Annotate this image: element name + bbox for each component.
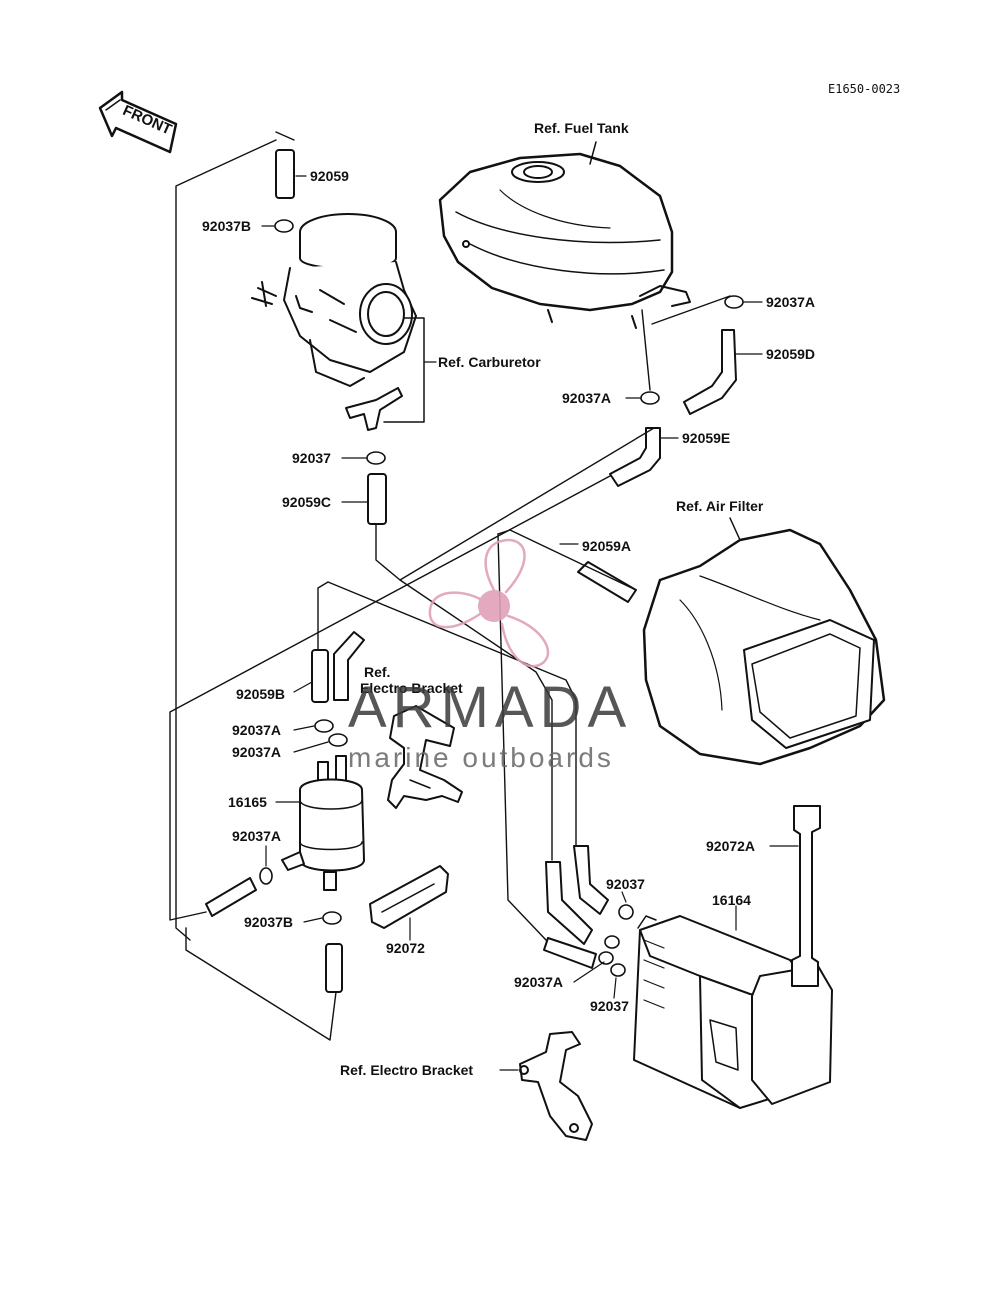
hose-92059e-icon xyxy=(609,427,661,487)
part-92037a-filter-label: 92037A xyxy=(232,828,282,844)
hose-92059b-icon xyxy=(311,631,365,703)
part-92059a-label: 92059A xyxy=(582,538,632,554)
fuel-tank-icon xyxy=(438,152,691,329)
part-92059b-label: 92059B xyxy=(236,686,286,702)
carburetor-icon xyxy=(251,213,417,431)
diagram-code: E1650-0023 xyxy=(828,82,901,96)
part-92037a-canister-label: 92037A xyxy=(514,974,564,990)
part-16164-label: 16164 xyxy=(712,892,751,908)
routing-lines xyxy=(169,131,731,1041)
front-arrow-icon: FRONT xyxy=(98,90,178,154)
fuel-filter-icon xyxy=(281,755,365,891)
part-16165-label: 16165 xyxy=(228,794,267,810)
strap-92072a-icon xyxy=(791,805,821,987)
hose-92059-icon xyxy=(275,149,295,199)
ref-electro-bracket-upper-line1: Ref. xyxy=(364,664,391,680)
canister-icon xyxy=(633,915,833,1109)
part-92059d-label: 92059D xyxy=(766,346,816,362)
part-92059-label: 92059 xyxy=(310,168,349,184)
electro-bracket-lower-icon xyxy=(519,1031,593,1141)
watermark-logo-icon xyxy=(428,538,550,668)
part-92037b-top-label: 92037B xyxy=(202,218,252,234)
hose-92059a-icon xyxy=(577,561,637,603)
part-92072-label: 92072 xyxy=(386,940,425,956)
leader-lines xyxy=(261,175,799,1071)
part-92059c-label: 92059C xyxy=(282,494,332,510)
part-92037-carb-label: 92037 xyxy=(292,450,331,466)
part-92037b-bottom-label: 92037B xyxy=(244,914,294,930)
part-92037-canister-top-label: 92037 xyxy=(606,876,645,892)
ref-air-filter-label: Ref. Air Filter xyxy=(676,498,764,514)
electro-bracket-upper-icon xyxy=(387,705,463,809)
part-92037a-tank-left-label: 92037A xyxy=(562,390,612,406)
hose-92059c-icon xyxy=(367,473,387,525)
clamp-icon xyxy=(259,219,744,977)
hose-filter-outlet-icon xyxy=(205,877,257,917)
strap-92072-icon xyxy=(369,865,449,929)
part-92037-canister-bottom-label: 92037 xyxy=(590,998,629,1014)
watermark-title: ARMADA xyxy=(348,675,633,740)
part-92037a-lower-label: 92037A xyxy=(232,744,282,760)
hose-bottom-icon xyxy=(325,943,343,993)
hose-canister-right-icon xyxy=(573,845,609,915)
part-92037a-tank-right-label: 92037A xyxy=(766,294,816,310)
watermark-subtitle: marine outboards xyxy=(348,742,614,773)
hose-92059d-icon xyxy=(683,329,737,415)
part-92037a-upper-label: 92037A xyxy=(232,722,282,738)
ref-electro-bracket-upper-line2: Electro Bracket xyxy=(360,680,463,696)
hose-canister-left-icon xyxy=(543,861,597,969)
air-filter-icon xyxy=(642,528,886,766)
part-92072a-label: 92072A xyxy=(706,838,756,854)
part-92059e-label: 92059E xyxy=(682,430,731,446)
ref-carburetor-label: Ref. Carburetor xyxy=(438,354,541,370)
ref-fuel-tank-label: Ref. Fuel Tank xyxy=(534,120,629,136)
ref-electro-bracket-lower-label: Ref. Electro Bracket xyxy=(340,1062,474,1078)
